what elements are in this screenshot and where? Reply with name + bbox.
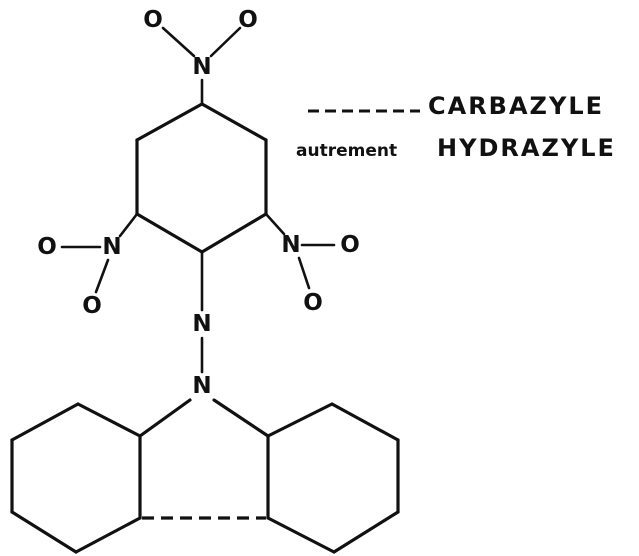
left-ring-bond-2 — [10, 402, 80, 442]
atom-o-left-lower: O — [82, 293, 102, 319]
atom-o-top-left: O — [143, 7, 163, 33]
atom-o-top-right: O — [238, 7, 258, 33]
atom-o-right-lower: O — [303, 290, 323, 316]
ring-bond-top-right — [200, 102, 268, 142]
right-ring-bond-5 — [266, 516, 336, 554]
ring-bond-bottom-left — [135, 212, 204, 254]
nitro-group-top: N O O — [143, 7, 258, 106]
left-benzene-ring — [10, 402, 142, 554]
right-ring-bond-2 — [330, 402, 400, 442]
right-ring-bond-1 — [266, 402, 334, 438]
right-benzene-ring — [266, 402, 400, 554]
trinitrophenyl-ring — [135, 102, 268, 254]
caption-autrement: autrement — [296, 141, 397, 161]
atom-n-hydrazyl-upper: N — [192, 311, 211, 337]
hydrazyl-chain: N N — [192, 250, 212, 399]
left-ring-bond-5 — [74, 516, 142, 554]
atom-n-top: N — [192, 54, 211, 80]
bond-n-to-right-ring — [212, 398, 270, 438]
atom-o-right: O — [340, 232, 360, 258]
left-ring-bond-4 — [10, 510, 78, 554]
bond-n-to-o-left-lower — [94, 258, 110, 294]
bond-n-to-o-right-lower — [297, 256, 311, 290]
atom-n-right: N — [281, 232, 300, 258]
caption-hydrazyle: HYDRAZYLE — [437, 134, 616, 162]
ring-bond-top-left — [135, 102, 204, 142]
atom-n-carbazole: N — [192, 373, 211, 399]
left-ring-bond-1 — [76, 402, 142, 438]
carbazole-core — [10, 398, 400, 554]
caption: CARBAZYLE autrement HYDRAZYLE — [296, 92, 616, 162]
ring-bond-bottom-right — [200, 212, 268, 254]
bond-n-to-o-top-right — [209, 26, 242, 58]
bond-ring-to-n-left — [118, 212, 139, 238]
nitro-group-right: N O O — [264, 212, 360, 316]
caption-carbazyle: CARBAZYLE — [428, 92, 604, 120]
bond-n-to-o-top-left — [161, 26, 196, 58]
atom-o-left: O — [37, 234, 57, 260]
atom-n-left: N — [102, 234, 121, 260]
bond-ring-to-n-right — [264, 212, 286, 236]
right-ring-bond-4 — [332, 510, 400, 554]
nitro-group-left: N O O — [37, 212, 139, 319]
bond-n-to-left-ring — [138, 398, 192, 438]
